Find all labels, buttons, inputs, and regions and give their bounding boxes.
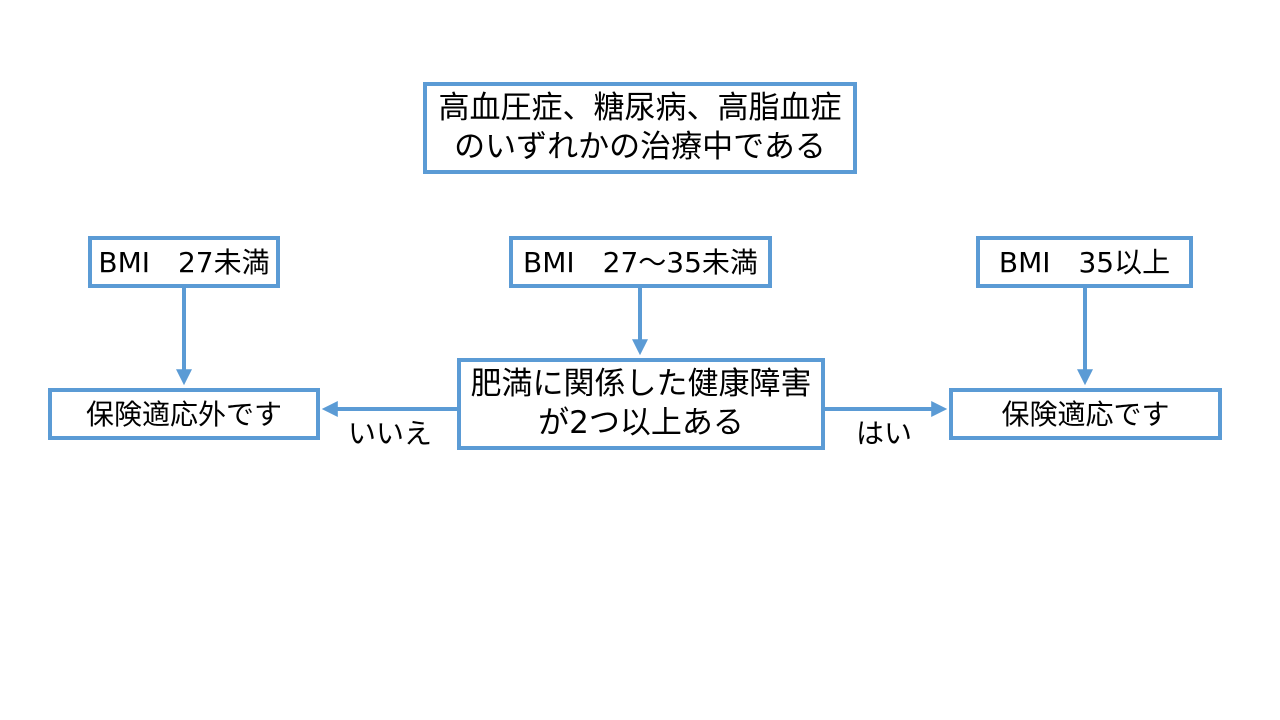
question-top-line2: のいずれかの治療中である	[454, 129, 826, 165]
bmi-mid-box: BMI 27〜35未満	[509, 236, 772, 288]
health-question-line1: 肥満に関係した健康障害	[470, 366, 812, 403]
result-covered-label: 保険適応です	[1001, 397, 1170, 431]
bmi-mid-label: BMI 27〜35未満	[523, 245, 758, 279]
edge-label-yes: はい	[856, 417, 913, 450]
health-question-box: 肥満に関係した健康障害 が2つ以上ある	[457, 358, 825, 450]
result-not-covered-label: 保険適応外です	[85, 397, 282, 431]
edge-label-no: いいえ	[348, 417, 433, 450]
bmi-low-box: BMI 27未満	[88, 236, 280, 288]
question-top-line1: 高血圧症、糖尿病、高脂血症	[438, 90, 842, 127]
bmi-high-label: BMI 35以上	[998, 245, 1171, 279]
result-covered-box: 保険適応です	[949, 388, 1222, 440]
question-top-box: 高血圧症、糖尿病、高脂血症 のいずれかの治療中である	[423, 82, 857, 174]
bmi-low-label: BMI 27未満	[98, 245, 270, 279]
result-not-covered-box: 保険適応外です	[48, 388, 320, 440]
health-question-line2: が2つ以上ある	[538, 405, 744, 441]
bmi-high-box: BMI 35以上	[976, 236, 1193, 288]
